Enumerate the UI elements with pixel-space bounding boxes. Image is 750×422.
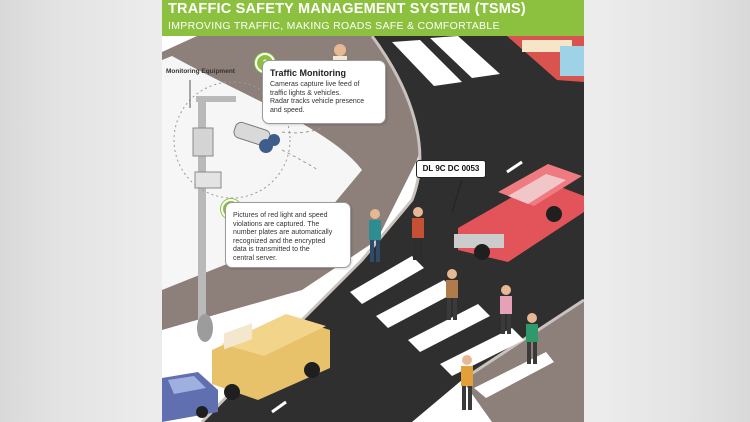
callout-2-line: violations are captured. The bbox=[233, 220, 320, 228]
pedestrian-green bbox=[526, 313, 538, 364]
callout-traffic-monitoring: Traffic Monitoring Cameras capture live … bbox=[262, 60, 386, 124]
lane-markings bbox=[271, 160, 523, 414]
callout-violation-capture: Pictures of red light and speed violatio… bbox=[225, 202, 351, 268]
cctv-camera bbox=[233, 121, 280, 153]
crosswalk-top bbox=[392, 36, 500, 86]
callout-2-line: central server. bbox=[233, 254, 277, 262]
callout-1-line: Cameras capture live feed of bbox=[270, 81, 360, 88]
license-plate-label: DL 9C DC 0053 bbox=[416, 160, 486, 178]
callout-1-heading: Traffic Monitoring bbox=[270, 68, 346, 78]
callout-1-body: Cameras capture live feed of traffic lig… bbox=[270, 81, 382, 115]
crosswalk-bottom bbox=[350, 256, 554, 398]
tsms-infographic: TRAFFIC SAFETY MANAGEMENT SYSTEM (TSMS) … bbox=[162, 0, 584, 422]
pedestrian-pink bbox=[500, 285, 512, 334]
bus bbox=[507, 36, 584, 82]
callout-2-body: Pictures of red light and speed violatio… bbox=[233, 212, 345, 264]
blue-car bbox=[162, 372, 218, 422]
light-pole bbox=[192, 96, 236, 342]
header-banner: TRAFFIC SAFETY MANAGEMENT SYSTEM (TSMS) … bbox=[162, 0, 584, 36]
radar-waves bbox=[281, 127, 323, 171]
callout-1-line: traffic lights & vehicles. bbox=[270, 89, 342, 97]
pedestrian-brown bbox=[446, 269, 458, 320]
callout-2-line: recognized and the encrypted bbox=[233, 237, 326, 245]
callout-2-line: number plates are automatically bbox=[233, 229, 333, 237]
callout-2-line: Pictures of red light and speed bbox=[233, 212, 328, 219]
callout-2-line: data is transmitted to the bbox=[233, 246, 310, 254]
yellow-van bbox=[212, 314, 330, 400]
plaza-area bbox=[162, 36, 197, 52]
pedestrian-orange bbox=[461, 355, 473, 410]
pedestrian-teal bbox=[369, 209, 381, 262]
callout-1-line: Radar tracks vehicle presence bbox=[270, 98, 365, 106]
callout-1-line: and speed. bbox=[270, 106, 305, 114]
monitoring-equipment-label: Monitoring Equipment bbox=[166, 68, 235, 75]
infographic-title: TRAFFIC SAFETY MANAGEMENT SYSTEM (TSMS) bbox=[168, 1, 526, 17]
infographic-subtitle: IMPROVING TRAFFIC, MAKING ROADS SAFE & C… bbox=[168, 20, 500, 32]
pedestrian-red bbox=[412, 207, 424, 260]
red-car bbox=[454, 164, 584, 262]
